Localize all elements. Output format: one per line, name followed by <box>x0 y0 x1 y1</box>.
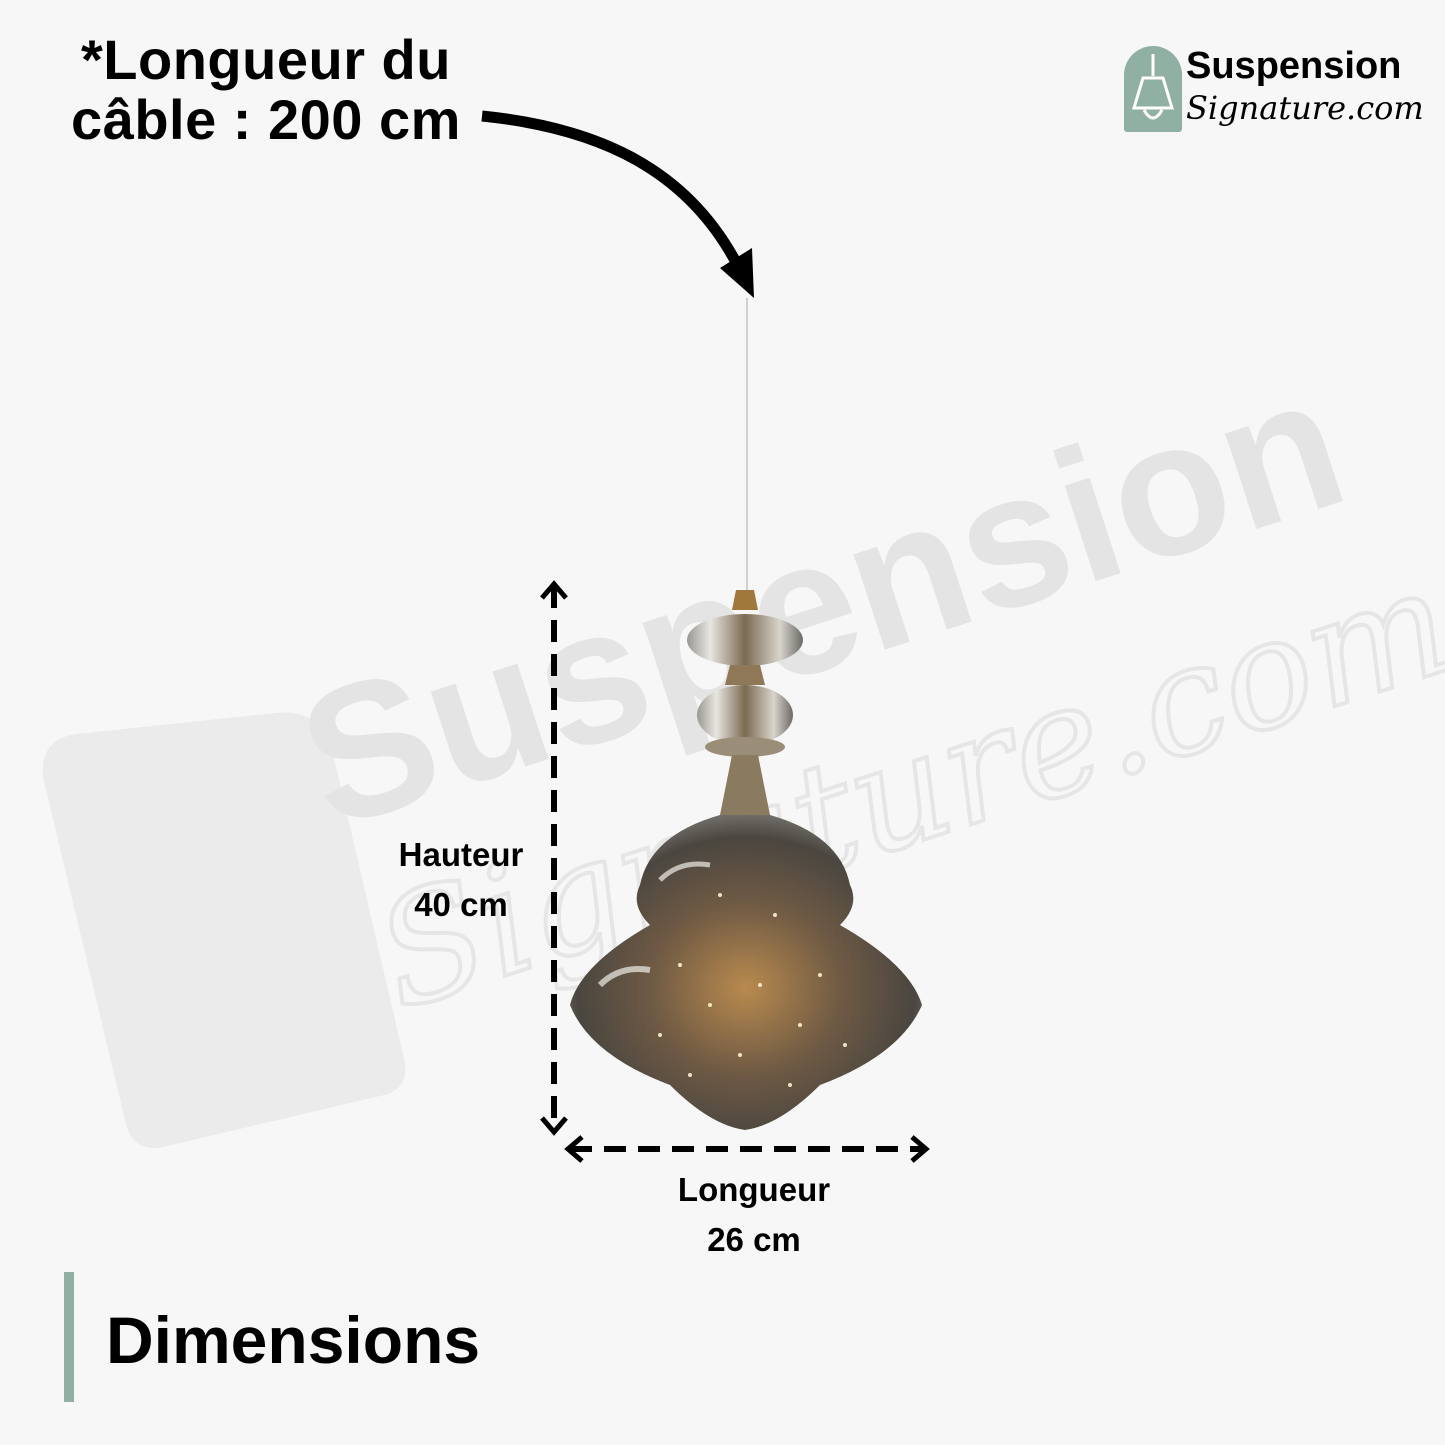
length-value: 26 cm <box>707 1221 801 1258</box>
length-label-text: Longueur <box>677 1171 831 1208</box>
section-accent-bar <box>64 1272 74 1402</box>
cable-note-line2: câble : 200 cm <box>71 88 461 151</box>
logo-word-suspension: Suspension <box>1186 45 1402 87</box>
pendant-lamp-icon <box>1124 46 1182 132</box>
length-dimension-arrow <box>564 1135 930 1163</box>
logo-word-signature: Signature.com <box>1186 89 1424 127</box>
height-label-text: Hauteur <box>398 836 524 873</box>
cable-line <box>746 298 748 590</box>
curved-arrow-icon <box>481 110 754 298</box>
length-label: Longueur 26 cm <box>654 1165 854 1265</box>
section-title: Dimensions <box>106 1303 481 1377</box>
height-value: 40 cm <box>414 886 508 923</box>
brand-logo: Suspension Signature.com <box>1122 44 1424 136</box>
height-dimension-arrow <box>540 580 568 1136</box>
pendant-lamp-image <box>570 590 922 1130</box>
cable-note-line1: *Longueur du <box>81 28 451 91</box>
height-label: Hauteur 40 cm <box>378 830 544 930</box>
cable-length-note: *Longueur du câble : 200 cm <box>36 30 496 150</box>
